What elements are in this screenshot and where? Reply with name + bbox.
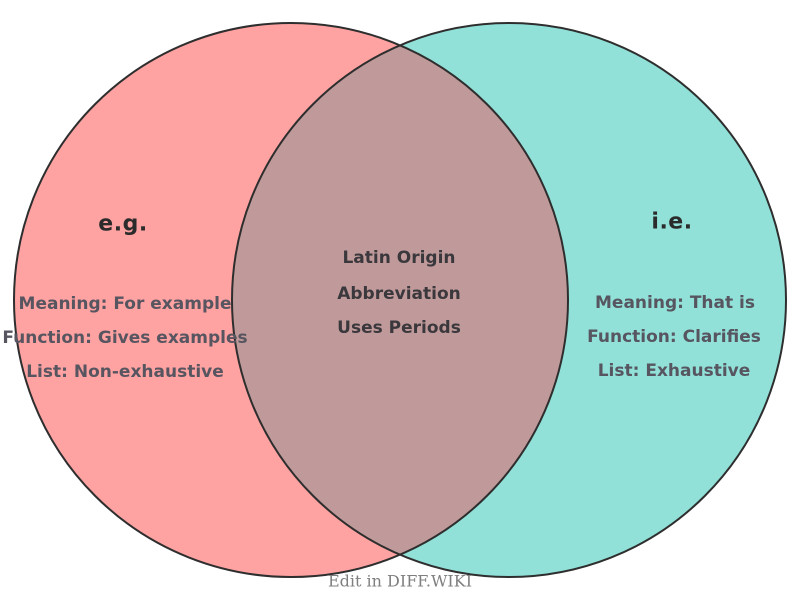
edit-in-diffwiki-link[interactable]: Edit in DIFF.WIKI (327, 571, 473, 591)
left-circle-outline (13, 22, 569, 578)
right-circle-outline (231, 22, 787, 578)
intersection-region (232, 23, 568, 577)
